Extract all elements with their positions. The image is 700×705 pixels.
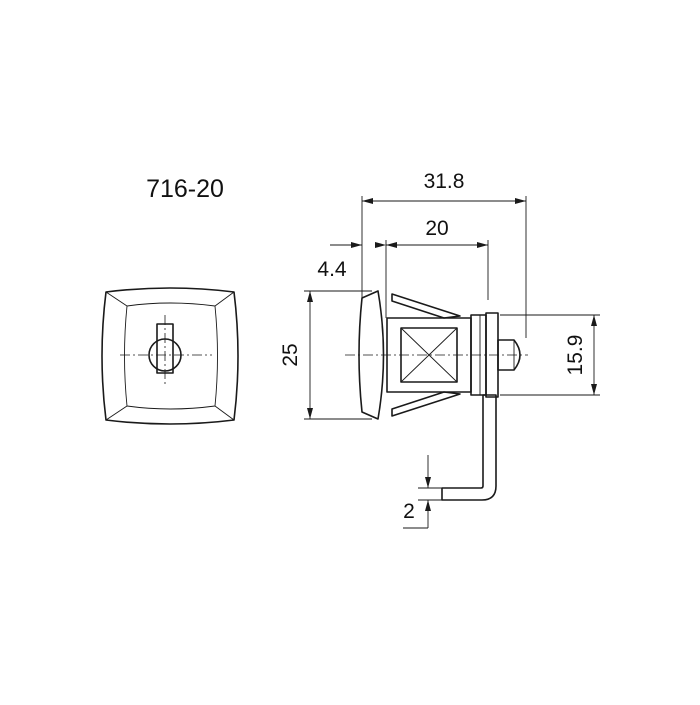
bevel-line-br	[214, 405, 235, 421]
front-view	[101, 287, 239, 425]
arrowhead	[375, 242, 386, 248]
dim-cam-thickness: 2	[403, 500, 415, 523]
dim-flange-thickness: 4.4	[317, 258, 347, 281]
dim-overall-length: 31.8	[424, 170, 465, 193]
front-view-inner-face	[124, 302, 218, 410]
arrowhead	[307, 291, 313, 302]
bevel-line-tl	[105, 291, 128, 307]
arrowhead	[362, 198, 373, 204]
bevel-line-bl	[105, 405, 128, 421]
lower-spring-latch	[391, 391, 461, 417]
arrowhead	[591, 315, 597, 326]
model-number: 716-20	[146, 175, 224, 203]
arrowhead	[351, 242, 362, 248]
bevel-line-tr	[214, 291, 235, 307]
arrowhead	[425, 477, 431, 488]
arrowhead	[307, 408, 313, 419]
dim-body-length: 20	[425, 217, 448, 240]
arrowhead	[386, 242, 397, 248]
dim-flange-height: 25	[279, 343, 302, 366]
upper-spring-latch	[391, 293, 461, 319]
arrowhead	[591, 384, 597, 395]
dim-body-height: 15.9	[564, 335, 587, 376]
arrowhead	[425, 500, 431, 511]
dimensions: 31.8 20 4.4 25 15.9 2	[279, 170, 600, 529]
side-view	[345, 290, 528, 501]
square-diagonal-2	[400, 327, 458, 383]
flange	[358, 290, 385, 420]
arrowhead	[515, 198, 526, 204]
arrowhead	[477, 242, 488, 248]
cam-arm	[441, 394, 497, 501]
